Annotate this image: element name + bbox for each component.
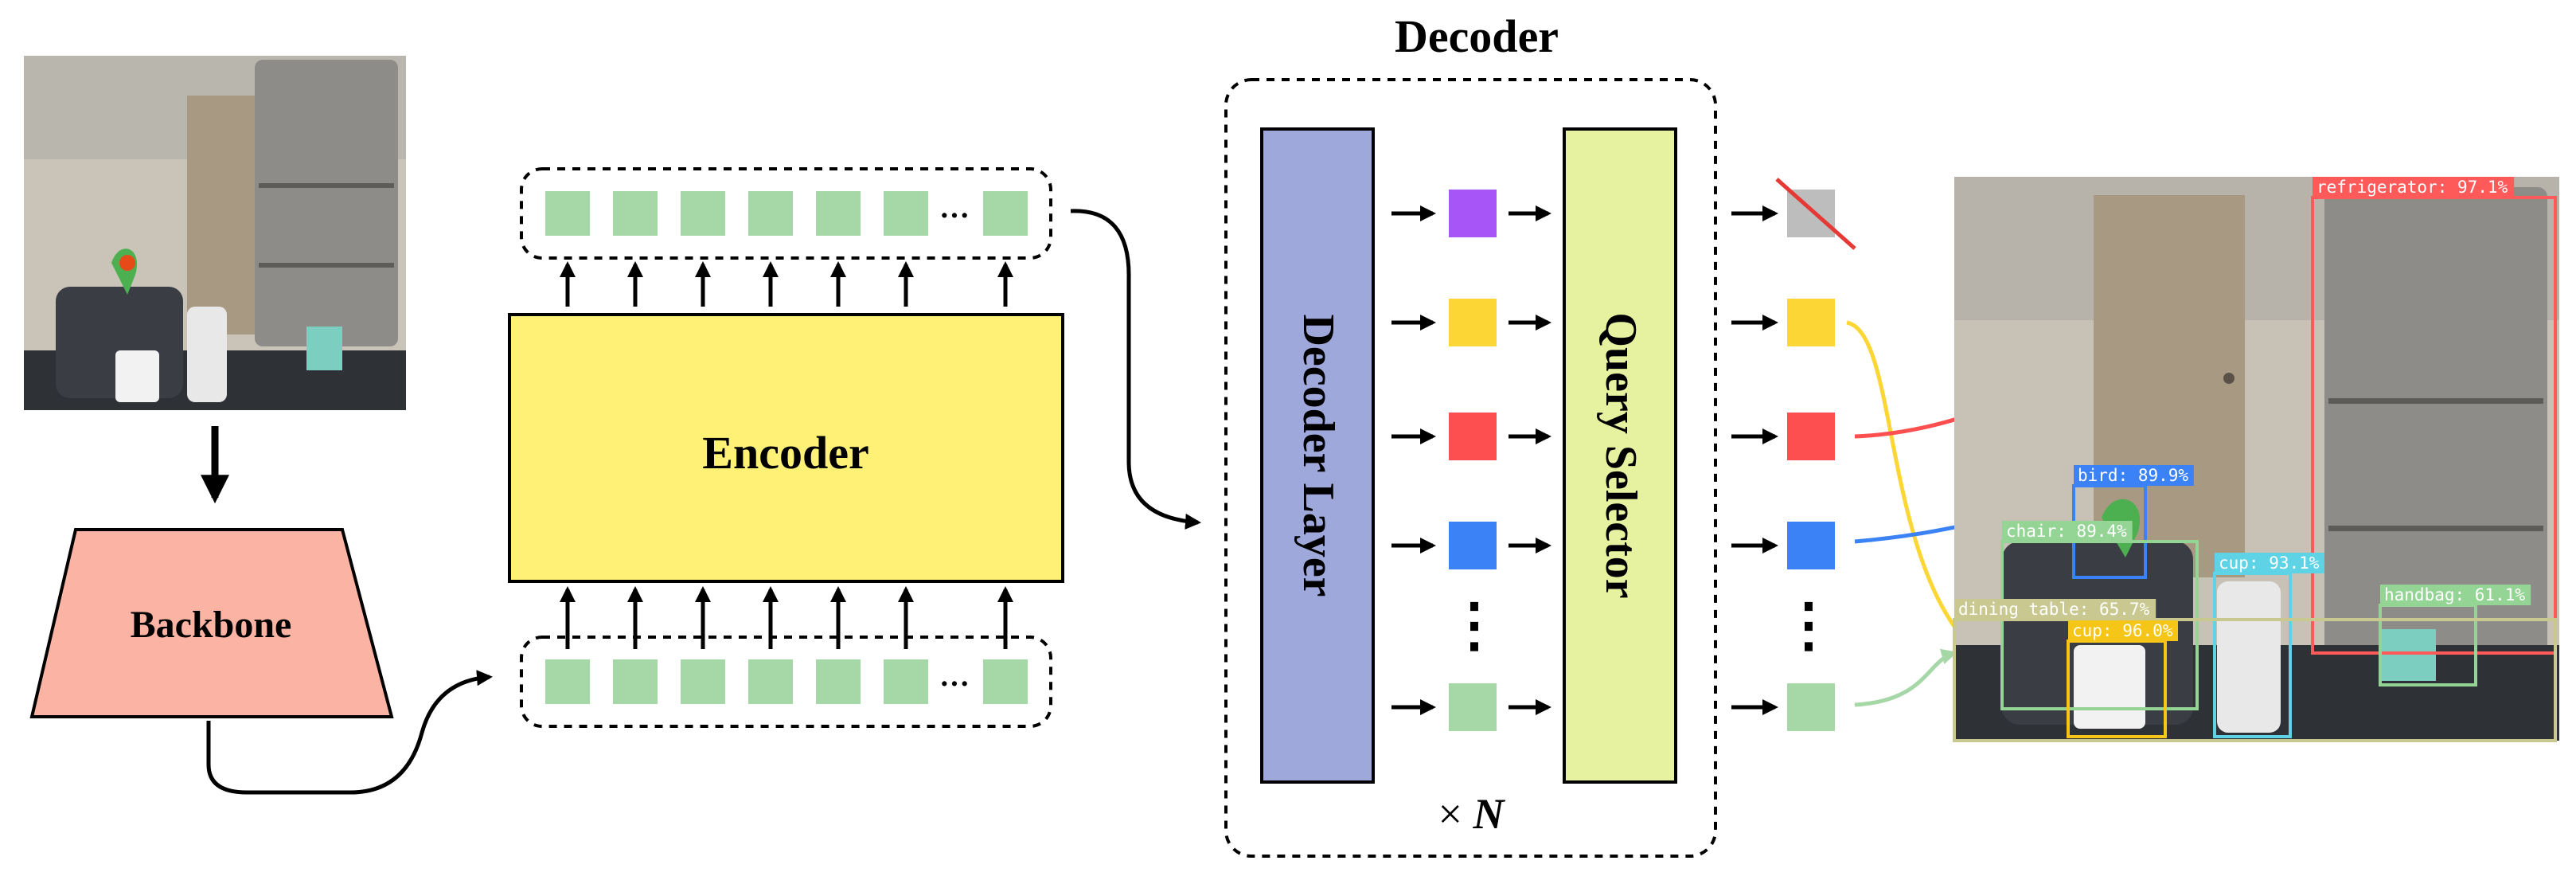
encoder-label: Encoder: [702, 427, 868, 479]
decoder-layer-label: Decoder Layer: [1294, 314, 1343, 597]
detection-5: dining table: 65.7%: [1953, 599, 2557, 742]
detection-4: handbag: 61.1%: [2379, 585, 2531, 686]
input-image: [24, 56, 406, 410]
detection-1: bird: 89.9%: [2072, 465, 2194, 579]
detection-label-bg: [2313, 177, 2515, 198]
detection-boxes: refrigerator: 97.1% bird: 89.9% chair: 89.…: [1953, 177, 2557, 742]
encoder-output-token-3: [748, 191, 793, 236]
detection-label-bg: [2380, 585, 2531, 605]
encoder-input-token-4: [816, 659, 861, 704]
encoder-output-token-0: [545, 191, 590, 236]
query-selector-label: Query Selector: [1596, 312, 1645, 598]
selected-query-1: [1787, 299, 1835, 346]
repeat-variable: N: [1472, 790, 1505, 838]
encoder-input-token-0: [545, 659, 590, 704]
input-tokens-ellipsis: ···: [939, 667, 970, 701]
decoder-query-4: [1449, 683, 1497, 731]
encoder-output-token-2: [681, 191, 725, 236]
output-vdots: ⋮: [1779, 593, 1838, 659]
detection-label: bird: 89.9%: [2078, 466, 2188, 485]
encoder-output-token-1: [613, 191, 658, 236]
encoder-input-tokens-frame: [520, 636, 1052, 728]
repeat-label: × N: [1438, 790, 1506, 838]
encoder-input-token-6: [983, 659, 1028, 704]
detection-box: [1953, 618, 2557, 742]
decoder-query-3: [1449, 522, 1497, 569]
detection-label: cup: 93.1%: [2219, 553, 2320, 573]
detection-label: dining table: 65.7%: [1958, 600, 2150, 619]
selected-query-2: [1787, 413, 1835, 460]
detection-label-bg: [1954, 599, 2156, 620]
encoder-input-token-3: [748, 659, 793, 704]
query-selector-block: [1563, 127, 1677, 784]
decoder-query-2: [1449, 413, 1497, 460]
detection-label: refrigerator: 97.1%: [2316, 178, 2508, 197]
decoder-frame: [1224, 78, 1717, 858]
decoder-query-0: [1449, 190, 1497, 237]
encoder-to-decoder-arrow: [1070, 209, 1201, 530]
decoder-layer-block: [1260, 127, 1375, 784]
detection-label-bg: [2068, 620, 2178, 641]
discarded-query-strike: [1775, 178, 1856, 250]
encoder-output-token-6: [983, 191, 1028, 236]
encoder-block: [508, 313, 1064, 583]
detection-label: chair: 89.4%: [2006, 522, 2127, 541]
encoder-input-token-1: [613, 659, 658, 704]
detection-label-bg: [2074, 465, 2194, 486]
selected-query-3: [1787, 522, 1835, 569]
detection-label-bg: [2002, 521, 2133, 542]
backbone-block: [29, 528, 394, 718]
detection-2: chair: 89.4%: [2000, 521, 2199, 710]
encoder-output-tokens-frame: [520, 167, 1052, 260]
selected-query-4: [1787, 683, 1835, 731]
backbone-to-tokens-arrow: [206, 670, 493, 795]
decoder-query-1: [1449, 299, 1497, 346]
detection-label-bg: [2215, 553, 2324, 573]
detection-label: handbag: 61.1%: [2384, 585, 2525, 604]
detection-0: refrigerator: 97.1%: [2311, 177, 2557, 655]
detection-6: cup: 96.0%: [2067, 620, 2178, 738]
repeat-prefix: ×: [1438, 790, 1473, 838]
table-query-connector: [1854, 648, 1957, 707]
detection-label: cup: 96.0%: [2072, 621, 2173, 640]
encoder-output-token-5: [884, 191, 928, 236]
detection-3: cup: 93.1%: [2213, 553, 2324, 738]
output-image: [1954, 177, 2559, 741]
decoder-vdots: ⋮: [1445, 593, 1504, 659]
decoder-title: Decoder: [1395, 10, 1559, 62]
backbone-label: Backbone: [131, 604, 292, 646]
encoder-token-groups: [545, 191, 1028, 704]
encoder-input-token-5: [884, 659, 928, 704]
encoder-input-token-2: [681, 659, 725, 704]
encoder-output-token-4: [816, 191, 861, 236]
output-tokens-ellipsis: ···: [939, 199, 970, 233]
